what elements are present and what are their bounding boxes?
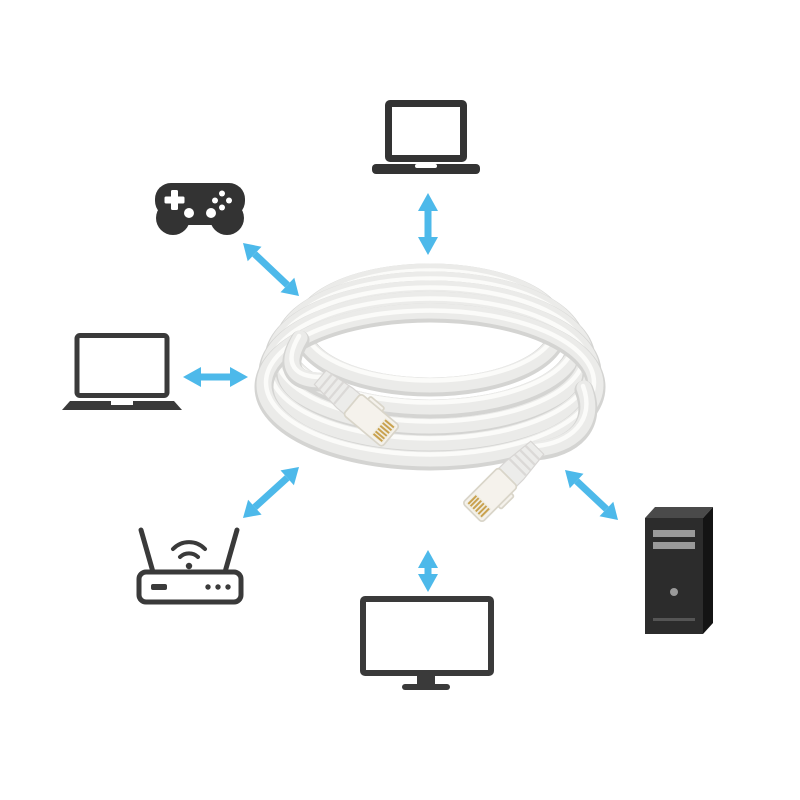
connector-pin [472,500,482,510]
arrow-desktop-tower [565,470,618,520]
controller-stick-left [184,208,194,218]
arrow-head-downright [280,277,299,296]
cable-tail-right [526,380,598,461]
controller-button-top [219,190,225,197]
arrow-head-up [418,193,438,211]
connector-pin [477,505,488,515]
router-led-1 [205,584,211,590]
router-led-2 [215,584,221,590]
connector-pin [467,495,478,505]
router-antenna-left [138,527,156,575]
arrow-monitor [418,550,438,592]
controller-stick-right [206,208,216,218]
laptop-base [62,401,182,410]
controller-button-right [226,197,232,204]
connector-pin [475,502,485,513]
arrow-head-down [418,574,438,592]
arrow-shaft [252,251,290,288]
router-led-3 [225,584,231,590]
desktop-tower-icon [645,507,713,634]
cable-loop [254,303,606,471]
connector-pin [469,497,480,507]
monitor-base [402,684,450,690]
connector-pin [372,433,383,442]
arrow-head-up [418,550,438,568]
router-body [136,569,244,605]
arrow-head-left [183,367,201,387]
tower-vent [653,618,695,621]
monitor-screen [360,596,494,676]
arrow-head-down [418,237,438,255]
connector-pin [377,427,388,437]
connector-pin [384,419,395,429]
arrow-head-right [230,367,248,387]
arrow-laptop-left [183,367,248,387]
monitor-neck [417,673,435,684]
laptop-icon-top [372,100,480,174]
arrow-head-upleft [565,470,584,489]
controller-dpad-horizontal [164,196,185,204]
laptop-screen [392,107,460,155]
connector-pin [374,430,386,440]
controller-body-fill [173,200,227,225]
controller-button-bottom [219,204,225,211]
wifi-dot [185,562,193,570]
arrow-game-controller [243,243,299,296]
laptop-screen [74,333,170,398]
tower-top-face [645,507,713,518]
arrow-shaft [574,478,609,512]
laptop-base [372,164,480,174]
wifi-arc-inner [178,551,200,559]
laptop-base-notch [111,401,133,405]
tower-drive-bay-1 [653,530,695,537]
wifi-arc-outer [171,540,207,551]
arrow-wifi-router [243,467,299,518]
arrow-head-downright [599,501,618,520]
arrow-head-downleft [243,499,262,518]
game-controller-icon [155,183,245,235]
wifi-router-icon [136,527,244,605]
tower-drive-bay-2 [653,542,695,549]
tower-side-face [703,507,713,634]
connector-pin [480,507,490,518]
connector-pin [382,422,393,432]
tower-power-button [670,588,678,596]
cable-tail-left [282,330,331,392]
arrow-head-upleft [243,243,262,262]
controller-button-left [212,197,218,204]
rj45-connector-right [463,440,545,522]
tower-front-face [645,518,703,634]
laptop-base-notch [415,164,437,168]
connector-pin [379,424,390,434]
rj45-connector-left [313,369,400,447]
router-antenna-right [222,527,240,575]
arrow-head-upright [280,467,299,486]
monitor-icon [360,596,494,690]
arrow-laptop-top [418,193,438,255]
arrow-shaft [252,475,290,510]
laptop-icon-left [62,333,182,410]
ethernet-cable [254,263,606,522]
router-port [151,584,167,590]
